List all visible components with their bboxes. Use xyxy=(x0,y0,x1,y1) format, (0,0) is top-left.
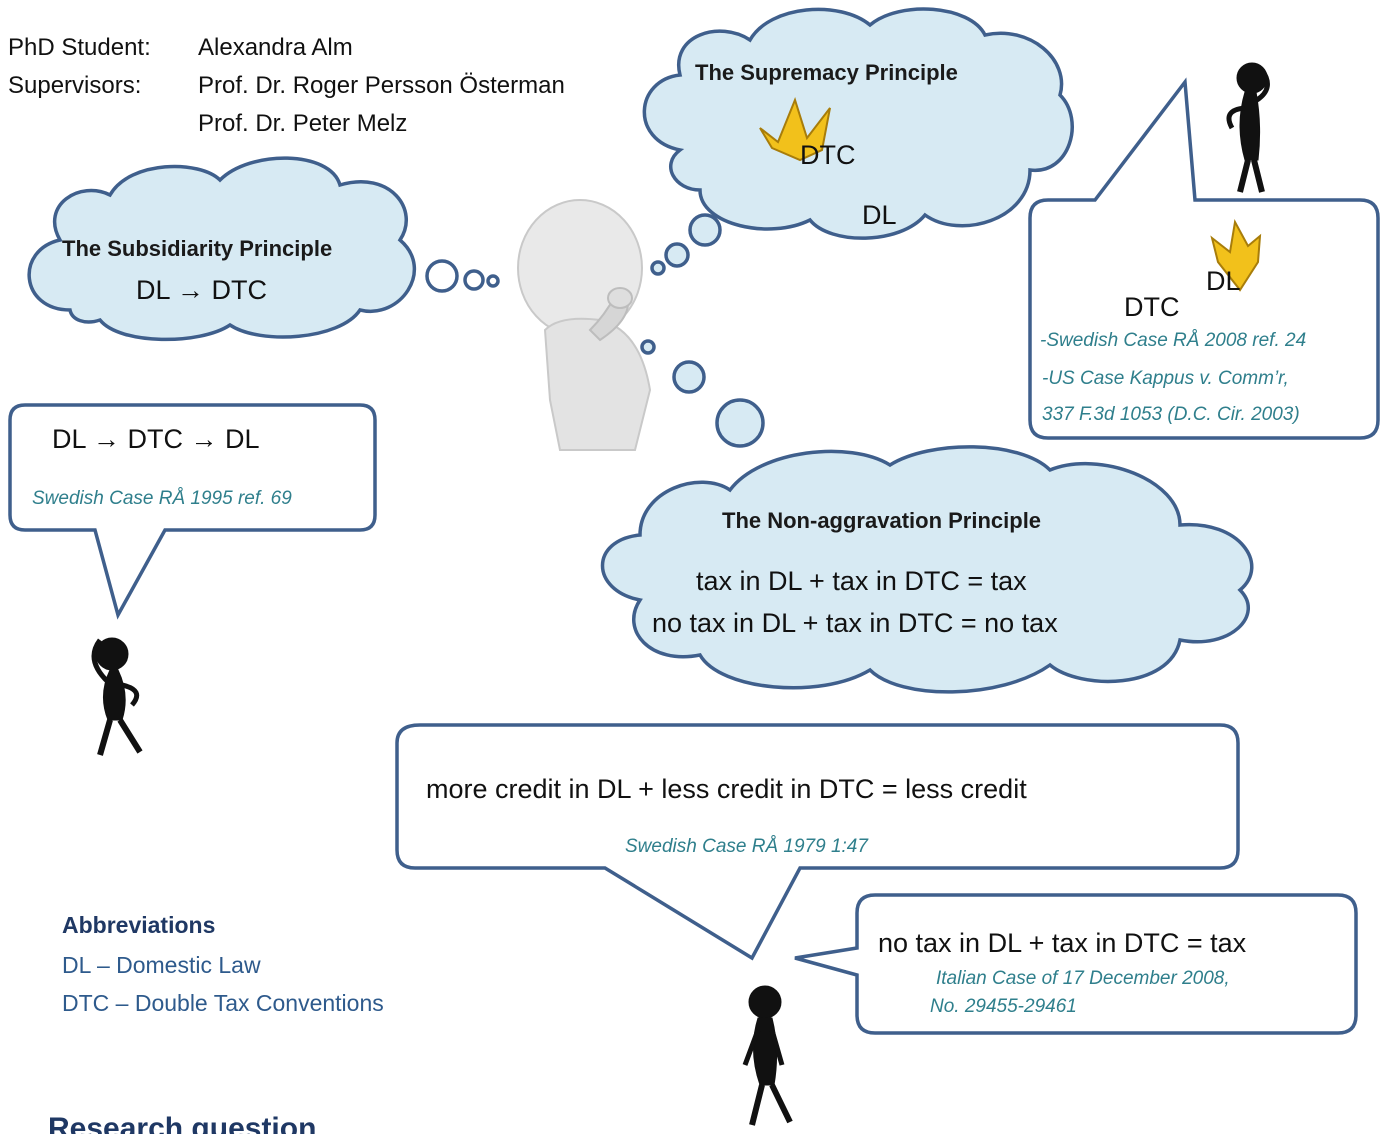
supremacy-bottom: DL xyxy=(862,200,897,230)
supervisor-1: Prof. Dr. Roger Persson Österman xyxy=(198,72,565,99)
non-aggravation-line1: tax in DL + tax in DTC = tax xyxy=(696,566,1027,596)
right-bubble-case1: -Swedish Case RÅ 2008 ref. 24 xyxy=(1040,330,1307,351)
crown-icon xyxy=(1210,218,1262,292)
left-bubble-formula: DL → DTC → DL xyxy=(52,424,260,454)
supremacy-cloud xyxy=(642,7,1074,240)
crown-icon xyxy=(759,97,831,162)
footer-heading: Research question xyxy=(48,1112,317,1134)
subsidiarity-thought-dots xyxy=(425,259,500,293)
right-bubble-top: DL xyxy=(1206,266,1241,296)
abbreviation-dtc: DTC – Double Tax Conventions xyxy=(62,990,384,1016)
stick-figure-icon xyxy=(1226,62,1270,193)
supremacy-title: The Supremacy Principle xyxy=(695,60,958,85)
credit-bubble-formula: more credit in DL + less credit in DTC =… xyxy=(426,774,1027,804)
subsidiarity-formula: DL → DTC xyxy=(136,275,268,305)
right-bubble-bottom: DTC xyxy=(1124,292,1180,322)
subsidiarity-title: The Subsidiarity Principle xyxy=(62,236,333,261)
right-speech-bubble xyxy=(1028,77,1380,440)
supremacy-thought-dots xyxy=(650,213,722,276)
thinking-figure-icon xyxy=(517,199,652,451)
supervisors-label: Supervisors: xyxy=(8,72,142,99)
non-aggravation-cloud xyxy=(600,445,1254,694)
student-label: PhD Student: xyxy=(8,34,151,61)
student-name: Alexandra Alm xyxy=(198,34,353,61)
stick-figure-icon xyxy=(742,985,793,1126)
italian-bubble-case1: Italian Case of 17 December 2008, xyxy=(936,968,1230,989)
footer-heading-clip: Research question xyxy=(48,1112,448,1134)
left-speech-bubble xyxy=(8,403,377,620)
subsidiarity-cloud xyxy=(27,156,417,342)
abbreviations-title: Abbreviations xyxy=(62,912,216,938)
non-aggravation-line2: no tax in DL + tax in DTC = no tax xyxy=(652,608,1058,638)
left-bubble-case: Swedish Case RÅ 1995 ref. 69 xyxy=(32,488,292,509)
right-bubble-case2: -US Case Kappus v. Comm’r, xyxy=(1042,368,1289,389)
italian-speech-bubble xyxy=(794,893,1358,1035)
italian-bubble-case2: No. 29455-29461 xyxy=(930,996,1077,1017)
italian-bubble-formula: no tax in DL + tax in DTC = tax xyxy=(878,928,1247,958)
supervisor-2: Prof. Dr. Peter Melz xyxy=(198,110,408,137)
non-aggravation-title: The Non-aggravation Principle xyxy=(722,508,1042,533)
credit-bubble-case: Swedish Case RÅ 1979 1:47 xyxy=(625,836,868,857)
right-bubble-case3: 337 F.3d 1053 (D.C. Cir. 2003) xyxy=(1042,404,1300,425)
non-aggravation-thought-dots xyxy=(640,339,765,448)
stick-figure-icon xyxy=(91,637,143,756)
supremacy-top: DTC xyxy=(800,140,856,170)
abbreviation-dl: DL – Domestic Law xyxy=(62,952,261,978)
credit-speech-bubble xyxy=(395,723,1240,961)
